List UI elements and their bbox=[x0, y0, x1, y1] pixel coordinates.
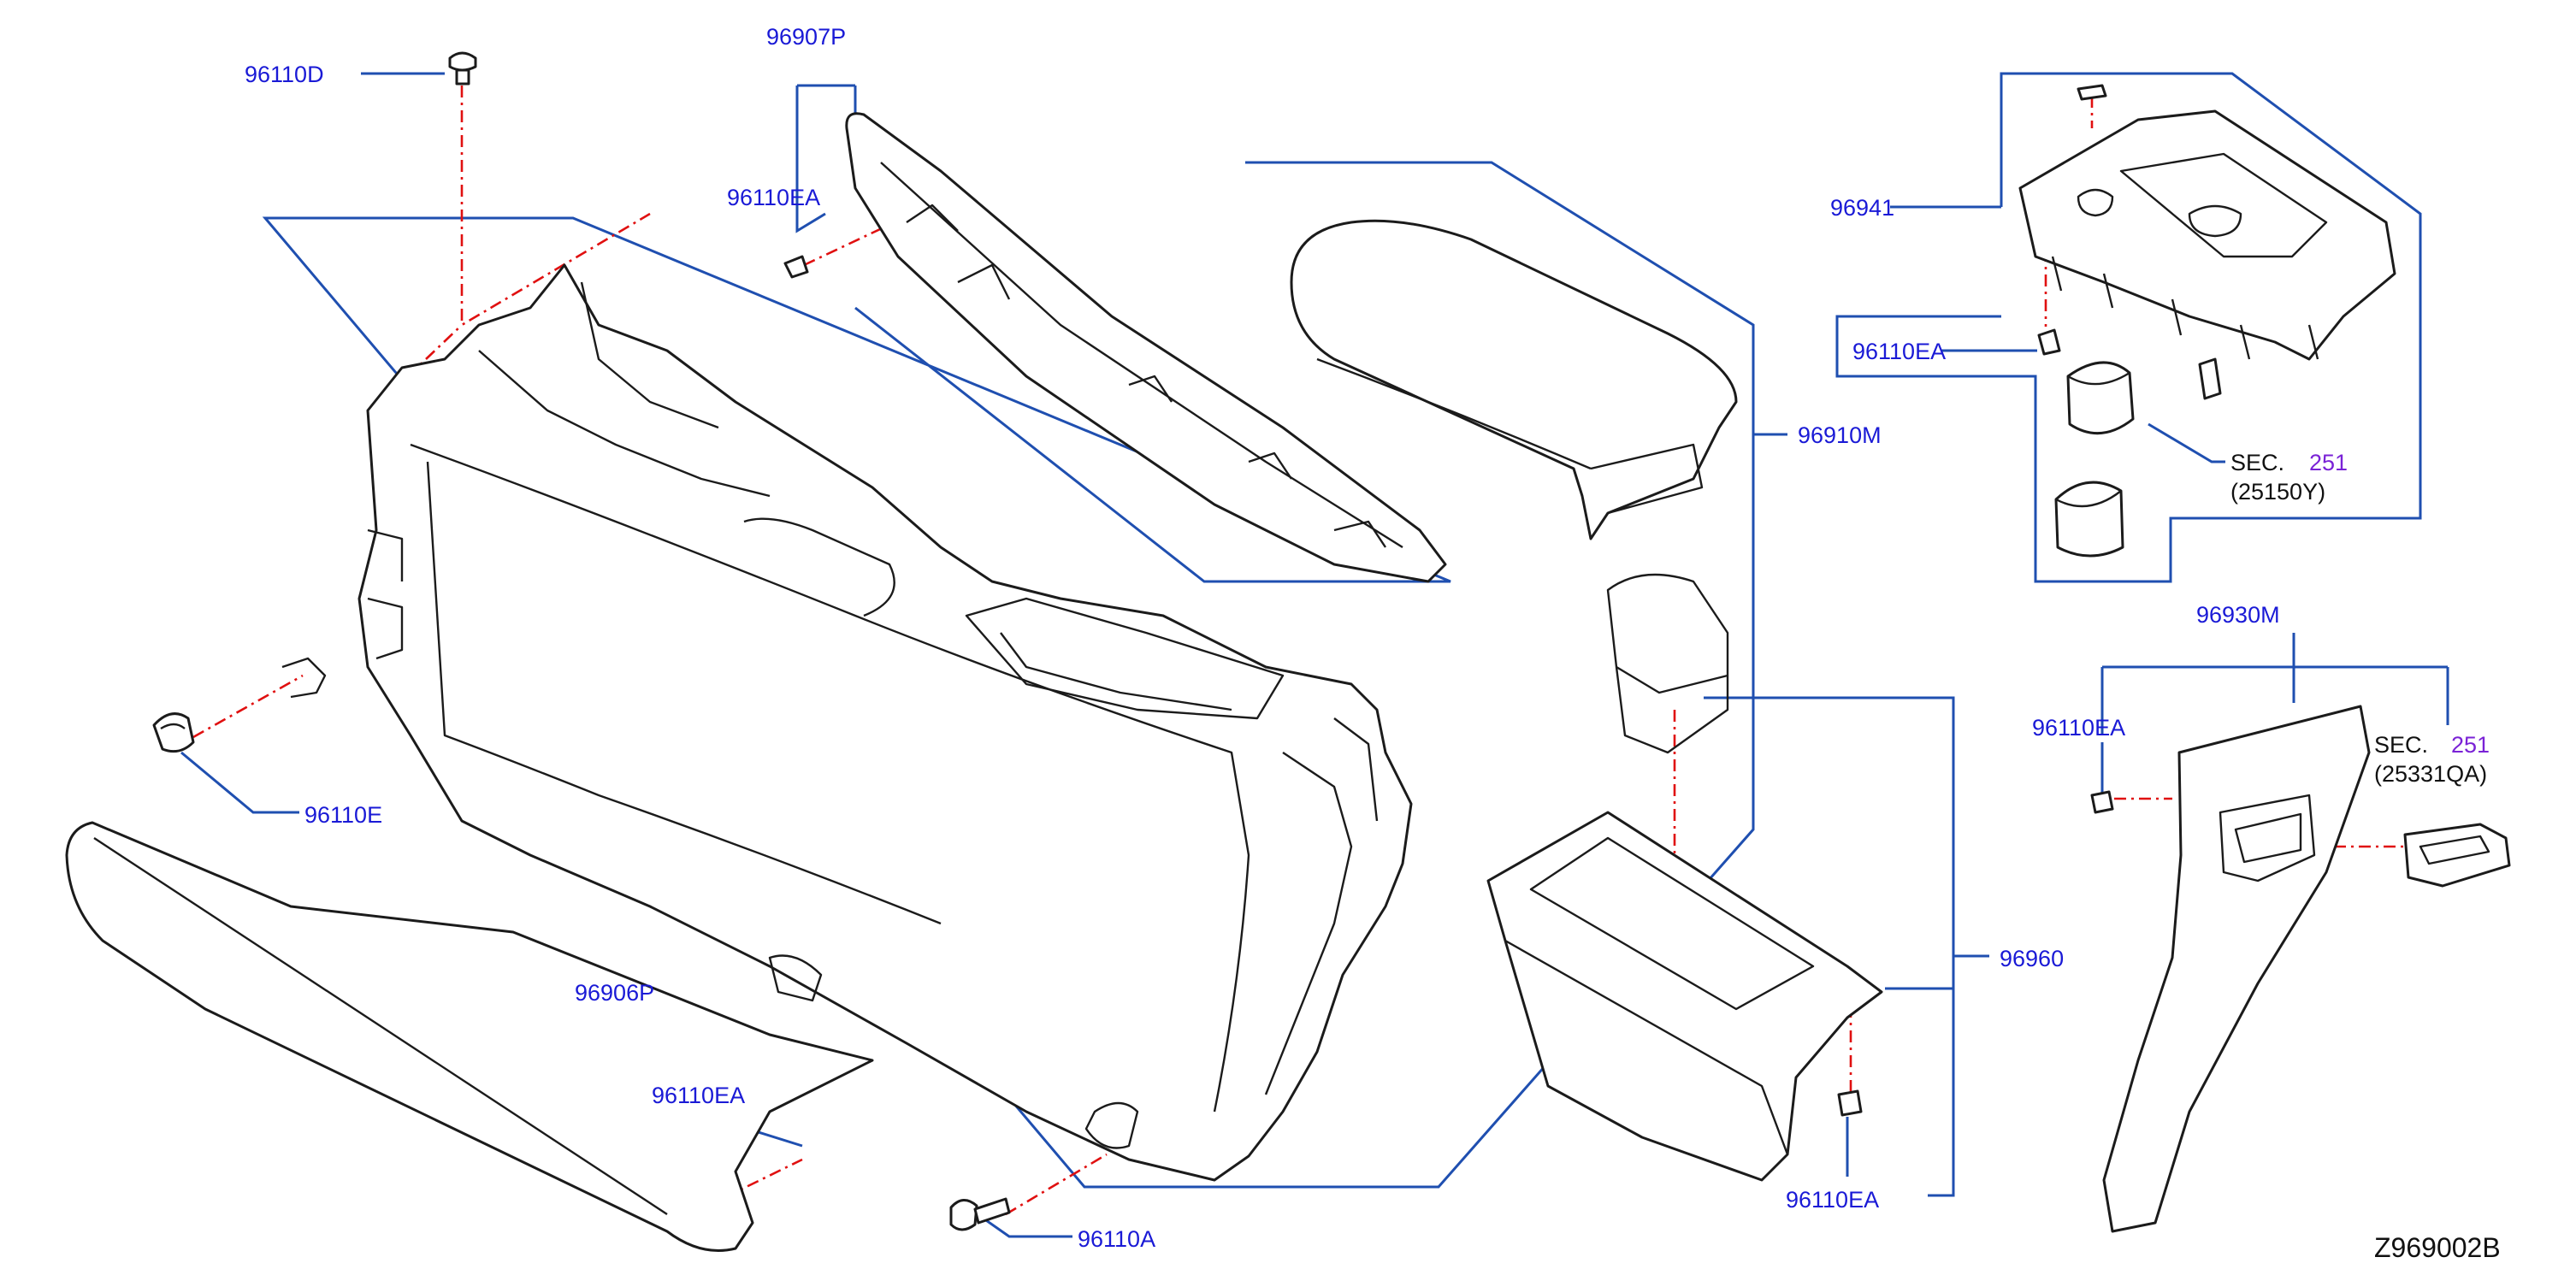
label-96941: 96941 bbox=[1830, 195, 1894, 221]
clip-96110ea-930-icon bbox=[2090, 790, 2114, 814]
screw-96110a-icon bbox=[949, 1197, 1011, 1231]
label-96110ea-906: 96110EA bbox=[652, 1083, 745, 1108]
label-96910m: 96910M bbox=[1798, 422, 1882, 448]
finisher-96941-icon bbox=[2018, 84, 2396, 361]
centerline-96941 bbox=[2044, 96, 2094, 327]
centerline-96110d bbox=[460, 86, 651, 328]
clip-96110ea-right-icon bbox=[2037, 328, 2222, 400]
label-96110ea-top: 96110EA bbox=[727, 185, 820, 210]
label-sec-num-2: 251 bbox=[2451, 732, 2490, 758]
leader-96907p bbox=[795, 84, 857, 151]
leader-lines bbox=[180, 72, 2449, 1238]
centerline-96110a bbox=[1005, 1153, 1108, 1216]
label-96907p: 96907P bbox=[766, 24, 846, 50]
label-96110ea-960: 96110EA bbox=[1786, 1187, 1879, 1213]
finisher-96930m-icon bbox=[2102, 705, 2371, 1233]
leader-96910m-frame bbox=[262, 161, 1755, 1189]
label-sec-num-1: 251 bbox=[2309, 450, 2348, 475]
label-sec-prefix-2: SEC. bbox=[2374, 732, 2428, 758]
finisher-96907p-icon bbox=[845, 112, 1447, 583]
console-body-icon bbox=[281, 263, 1413, 1182]
centerline-clip-left bbox=[389, 324, 463, 394]
clip-96110e-icon bbox=[152, 712, 195, 753]
label-96906p: 96906P bbox=[575, 980, 654, 1006]
leader-96110e bbox=[180, 751, 299, 814]
clip-96110ea-960-icon bbox=[1837, 1089, 1863, 1117]
leader-96941-frame bbox=[1835, 72, 2422, 583]
screw-96110d-icon bbox=[448, 51, 477, 86]
leader-96960 bbox=[1704, 696, 1989, 1197]
armrest-lid-96910m-icon bbox=[1290, 219, 1738, 540]
label-96110a: 96110A bbox=[1078, 1226, 1155, 1252]
label-96110d: 96110D bbox=[245, 62, 324, 87]
console-box-96960-icon bbox=[1486, 573, 1883, 1182]
centerline-96110ea-906 bbox=[724, 1158, 803, 1199]
leader-96110ea-top bbox=[795, 151, 826, 233]
label-sec-prefix-1: SEC. bbox=[2230, 450, 2284, 475]
label-96110ea-right: 96110EA bbox=[1852, 339, 1946, 364]
finisher-96906p-icon bbox=[65, 821, 874, 1252]
label-96930m: 96930M bbox=[2196, 602, 2280, 628]
label-96110ea-930: 96110EA bbox=[2032, 715, 2125, 741]
knob-25150y-icon bbox=[2054, 361, 2135, 558]
part-labels: 96110D 96907P 96110EA 96910M 96941 96110… bbox=[245, 24, 2501, 1263]
clip-96110ea-top-icon bbox=[783, 255, 809, 279]
centerline-96110e bbox=[192, 674, 304, 739]
label-sec-sub-1: (25150Y) bbox=[2230, 479, 2325, 505]
switch-25331qa-icon bbox=[2403, 823, 2511, 888]
leader-96930m bbox=[2100, 633, 2449, 735]
label-96960: 96960 bbox=[2000, 946, 2064, 971]
label-sec-sub-2: (25331QA) bbox=[2374, 761, 2487, 787]
leader-sec-25150y bbox=[2148, 422, 2225, 463]
centerline-96110ea-top bbox=[803, 221, 895, 267]
diagram-reference-code: Z969002B bbox=[2374, 1232, 2501, 1263]
label-96110e: 96110E bbox=[304, 802, 382, 828]
